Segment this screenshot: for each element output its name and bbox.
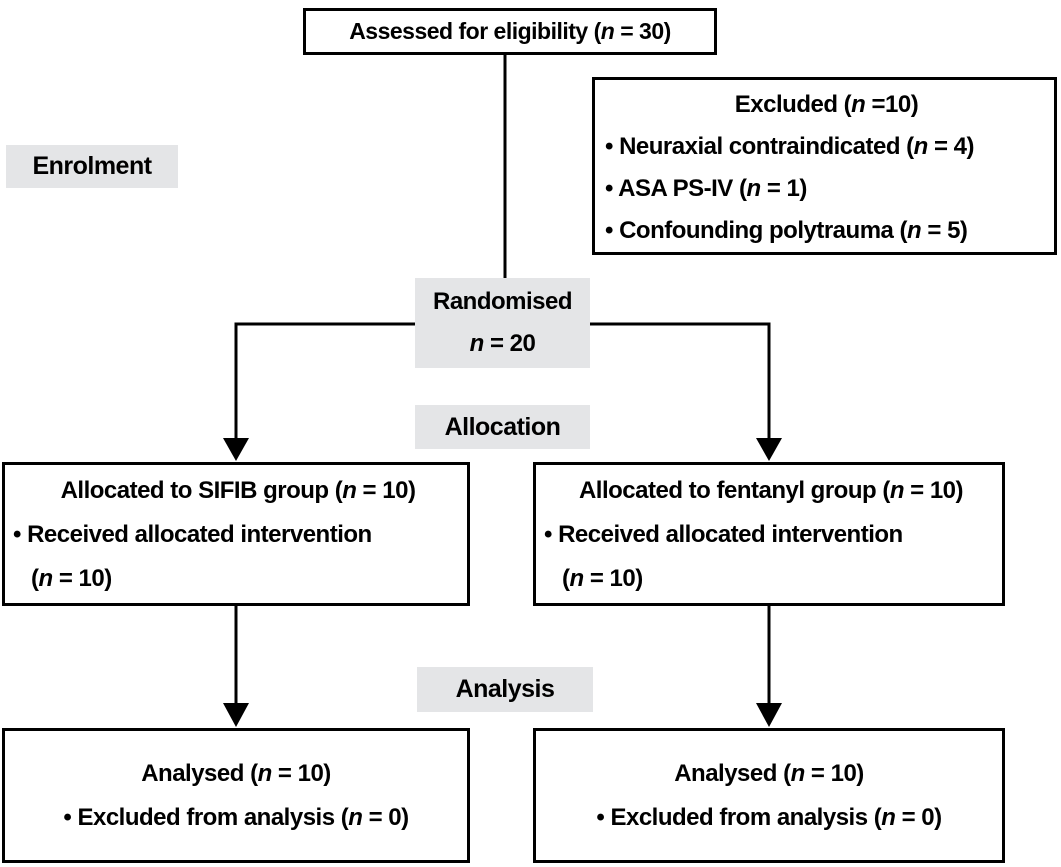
excluded-reason-neuraxial: • Neuraxial contraindicated (n = 4) [605, 133, 975, 160]
excluded-reason-asa: • ASA PS-IV (n = 1) [605, 175, 807, 202]
allocated-sifib-received: • Received allocated intervention [13, 521, 372, 548]
analysed-fentanyl-excluded: • Excluded from analysis (n = 0) [596, 803, 942, 831]
excluded-box: Excluded (n =10) • Neuraxial contraindic… [592, 77, 1057, 255]
analysed-fentanyl-box: Analysed (n = 10) • Excluded from analys… [533, 728, 1005, 863]
randomised-node: Randomised n = 20 [415, 278, 590, 368]
analysis-stage-label-text: Analysis [455, 675, 555, 703]
enrolment-stage-label-text: Enrolment [32, 152, 152, 180]
allocation-stage-label: Allocation [415, 405, 590, 449]
randomised-node-title: Randomised [432, 288, 573, 315]
connector-randomised-to-sifib [234, 322, 415, 440]
randomised-node-count: n = 20 [469, 330, 536, 357]
allocated-fentanyl-title: Allocated to fentanyl group (n = 10) [578, 477, 964, 504]
analysed-fentanyl-title: Analysed (n = 10) [674, 759, 864, 787]
excluded-reason-polytrauma: • Confounding polytrauma (n = 5) [605, 217, 968, 244]
analysis-stage-label: Analysis [417, 667, 593, 712]
arrowhead-fentanyl-allocation [756, 438, 782, 461]
assessed-eligibility-text: Assessed for eligibility (n = 30) [349, 18, 671, 44]
analysed-sifib-title: Analysed (n = 10) [141, 759, 331, 787]
connector-randomised-to-fentanyl [590, 322, 771, 440]
assessed-eligibility-box: Assessed for eligibility (n = 30) [303, 8, 717, 55]
allocated-sifib-box: Allocated to SIFIB group (n = 10) • Rece… [2, 462, 470, 606]
arrowhead-fentanyl-analysis [756, 703, 782, 727]
analysed-sifib-box: Analysed (n = 10) • Excluded from analys… [2, 728, 470, 863]
arrowhead-sifib-allocation [223, 438, 249, 461]
allocated-fentanyl-received: • Received allocated intervention [544, 521, 903, 548]
allocated-fentanyl-box: Allocated to fentanyl group (n = 10) • R… [533, 462, 1005, 606]
arrowhead-sifib-analysis [223, 703, 249, 727]
allocation-stage-label-text: Allocation [444, 412, 561, 441]
analysed-sifib-excluded: • Excluded from analysis (n = 0) [63, 803, 409, 831]
excluded-title: Excluded (n =10) [734, 91, 919, 118]
allocated-fentanyl-received-count: (n = 10) [562, 565, 643, 592]
enrolment-stage-label: Enrolment [6, 145, 178, 188]
allocated-sifib-received-count: (n = 10) [31, 565, 112, 592]
allocated-sifib-title: Allocated to SIFIB group (n = 10) [60, 477, 416, 504]
